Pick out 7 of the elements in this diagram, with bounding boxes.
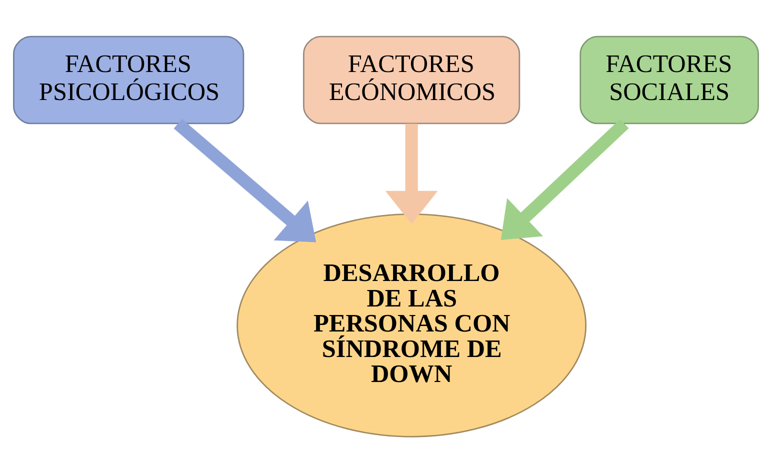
node-box: FACTORES ECÓNOMICOS: [303, 35, 520, 124]
arrow: [385, 123, 438, 224]
node-box: FACTORES SOCIALES: [580, 35, 759, 124]
arrow: [500, 118, 629, 240]
node-box: FACTORES PSICOLÓGICOS: [13, 35, 244, 124]
arrow: [174, 118, 316, 242]
node-ellipse: DESARROLLO DE LAS PERSONAS CON SÍNDROME DE DOWN: [236, 213, 587, 437]
